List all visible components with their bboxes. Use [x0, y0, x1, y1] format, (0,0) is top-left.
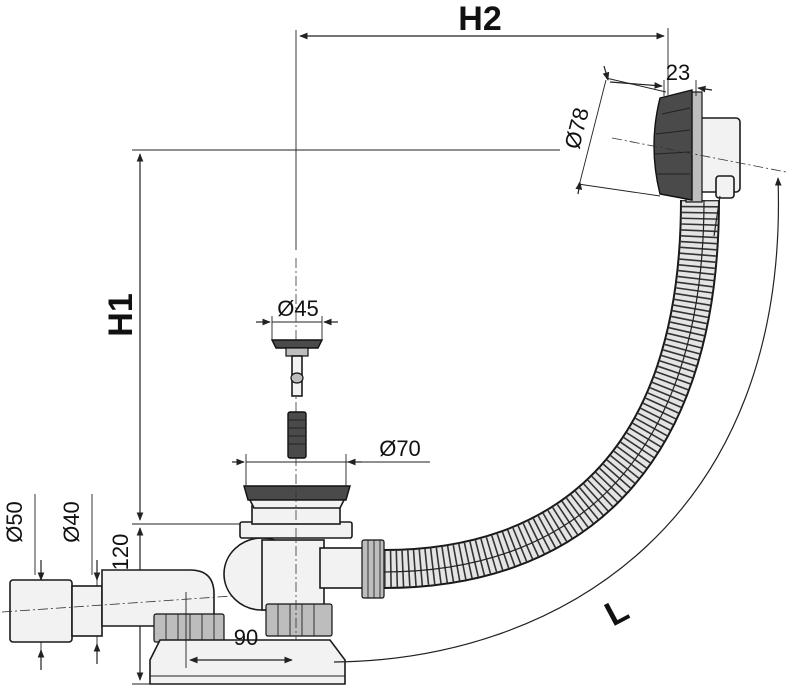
d70-label: Ø70 — [379, 436, 421, 461]
d40-label: Ø40 — [59, 501, 84, 543]
drain-plug — [270, 339, 324, 459]
side-outlet-pipe — [1, 569, 233, 643]
d120-dimension: 120 — [108, 523, 245, 685]
d50-dimension: Ø50 — [2, 494, 45, 670]
h2-dimension: H2 — [295, 0, 669, 250]
d23-label: 23 — [666, 60, 690, 85]
d90-dimension: 90 — [185, 592, 293, 668]
flexible-hose — [383, 199, 720, 589]
d45-dimension: Ø45 — [256, 296, 338, 340]
l-label: L — [599, 591, 635, 634]
d78-label: Ø78 — [560, 105, 594, 151]
d70-dimension: Ø70 — [232, 436, 430, 486]
d120-label: 120 — [108, 534, 133, 571]
d23-dimension: 23 — [609, 60, 713, 96]
overflow-head — [611, 89, 787, 237]
d50-label: Ø50 — [2, 501, 27, 543]
d45-label: Ø45 — [277, 296, 319, 321]
h1-dimension: H1 — [102, 149, 560, 521]
h2-label: H2 — [458, 0, 501, 38]
d90-label: 90 — [234, 625, 258, 650]
h1-label: H1 — [102, 293, 140, 336]
